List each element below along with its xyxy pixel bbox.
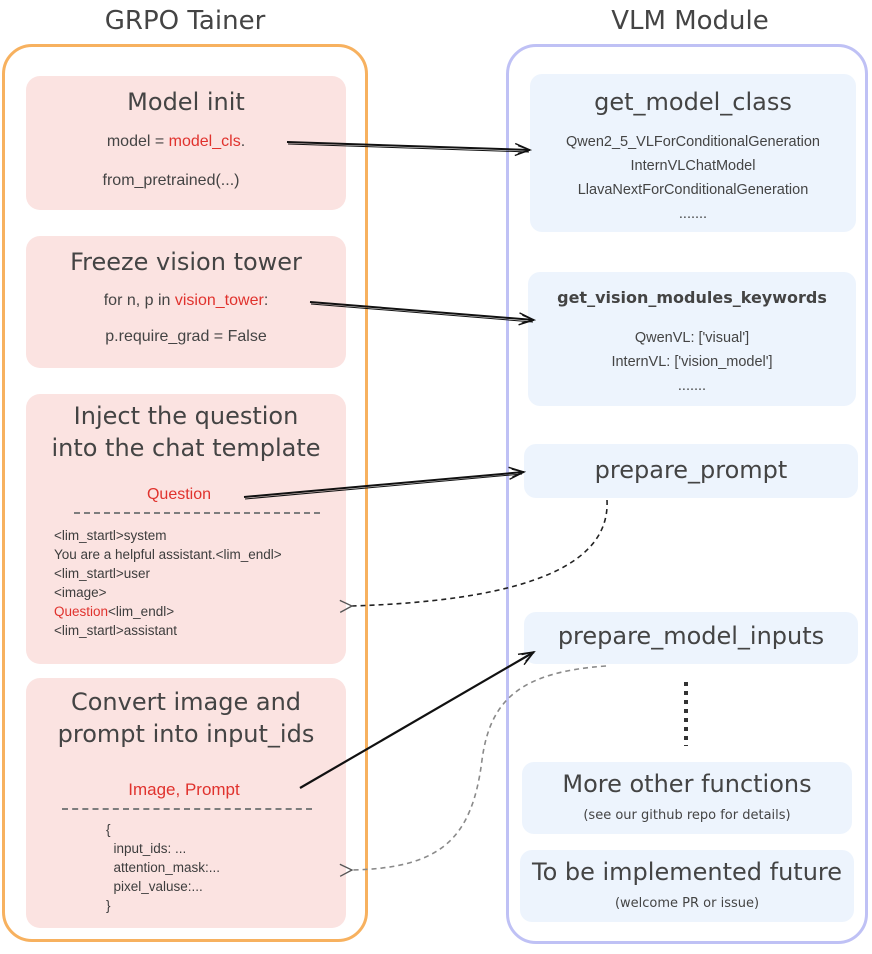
right-column-title: VLM Module bbox=[611, 6, 769, 36]
prepare-model-inputs-title: prepare_model_inputs bbox=[557, 622, 825, 650]
more-functions-note: (see our github repo for details) bbox=[583, 808, 791, 823]
inject-code-question-suffix: <lim_endl> bbox=[108, 604, 175, 619]
freeze-line1: for n, p in vision_tower: bbox=[26, 292, 346, 310]
model-init-box: Model init model = model_cls. from_pretr… bbox=[26, 76, 346, 210]
get-vision-modules-keywords-box: get_vision_modules_keywords QwenVL: ['vi… bbox=[528, 272, 856, 406]
future-title: To be implemented future bbox=[531, 858, 843, 886]
freeze-prefix: for n, p in bbox=[103, 292, 175, 309]
vision-keyword-item-1: QwenVL: ['visual'] bbox=[634, 330, 750, 346]
model-class-item-4: ....... bbox=[678, 206, 708, 222]
vision-keyword-item-2: InternVL: ['vision_model'] bbox=[611, 354, 773, 370]
model-init-suffix: . bbox=[240, 133, 246, 150]
inject-code-question-highlight: Question bbox=[54, 604, 109, 619]
inject-code-line-4: <image> bbox=[54, 585, 107, 600]
model-init-line1: model = model_cls. bbox=[6, 133, 346, 151]
inject-question-box: Inject the question into the chat templa… bbox=[26, 394, 346, 664]
inject-code-line-3: <lim_startl>user bbox=[54, 566, 151, 581]
convert-title-line1: Convert image and bbox=[70, 688, 302, 716]
model-class-item-1: Qwen2_5_VLForConditionalGeneration bbox=[566, 134, 820, 150]
inject-separator bbox=[74, 512, 320, 514]
model-class-item-2: InternVLChatModel bbox=[630, 158, 756, 174]
model-cls-highlight: model_cls bbox=[168, 133, 241, 150]
inject-question-label: Question bbox=[146, 486, 212, 503]
model-init-prefix: model = bbox=[106, 133, 169, 150]
convert-code-line-5: } bbox=[106, 898, 111, 913]
prepare-prompt-box: prepare_prompt bbox=[524, 444, 858, 498]
freeze-line2: p.require_grad = False bbox=[105, 328, 267, 345]
freeze-vision-tower-box: Freeze vision tower for n, p in vision_t… bbox=[26, 236, 346, 368]
convert-title-line2: prompt into input_ids bbox=[57, 720, 315, 748]
inject-code-line-6: <lim_startl>assistant bbox=[54, 623, 178, 638]
convert-code-line-1: { bbox=[106, 822, 111, 837]
convert-code-line-2: input_ids: ... bbox=[106, 841, 187, 856]
prepare-model-inputs-box: prepare_model_inputs bbox=[524, 612, 858, 664]
vision-keyword-item-3: ....... bbox=[677, 378, 707, 394]
convert-separator bbox=[62, 808, 312, 810]
model-init-line2: from_pretrained(...) bbox=[102, 172, 240, 189]
inject-title-line2: into the chat template bbox=[51, 434, 321, 462]
future-note: (welcome PR or issue) bbox=[614, 896, 760, 911]
inject-code-line-1: <lim_startl>system bbox=[54, 528, 167, 543]
get-model-class-title: get_model_class bbox=[594, 88, 792, 116]
model-class-item-3: LlavaNextForConditionalGeneration bbox=[577, 182, 809, 198]
inject-code-line-5: Question<lim_endl> bbox=[54, 604, 174, 619]
get-model-class-box: get_model_class Qwen2_5_VLForConditional… bbox=[530, 74, 856, 232]
inject-code-line-2: You are a helpful assistant.<lim_endl> bbox=[54, 547, 282, 562]
freeze-title: Freeze vision tower bbox=[70, 248, 302, 276]
inject-title-line1: Inject the question bbox=[73, 402, 299, 430]
convert-code-line-3: attention_mask:... bbox=[106, 860, 221, 875]
model-init-title: Model init bbox=[127, 88, 245, 116]
convert-label: Image, Prompt bbox=[128, 780, 240, 799]
more-functions-box: More other functions (see our github rep… bbox=[522, 762, 852, 834]
get-vision-modules-keywords-title: get_vision_modules_keywords bbox=[557, 288, 827, 307]
future-box: To be implemented future (welcome PR or … bbox=[520, 850, 854, 922]
prepare-prompt-title: prepare_prompt bbox=[594, 456, 788, 484]
left-column-title: GRPO Tainer bbox=[104, 6, 266, 36]
more-functions-title: More other functions bbox=[562, 770, 812, 798]
convert-image-box: Convert image and prompt into input_ids … bbox=[26, 678, 346, 928]
freeze-suffix: : bbox=[263, 292, 269, 309]
vision-tower-highlight: vision_tower bbox=[174, 292, 264, 309]
convert-code-line-4: pixel_valuse:... bbox=[106, 879, 203, 894]
